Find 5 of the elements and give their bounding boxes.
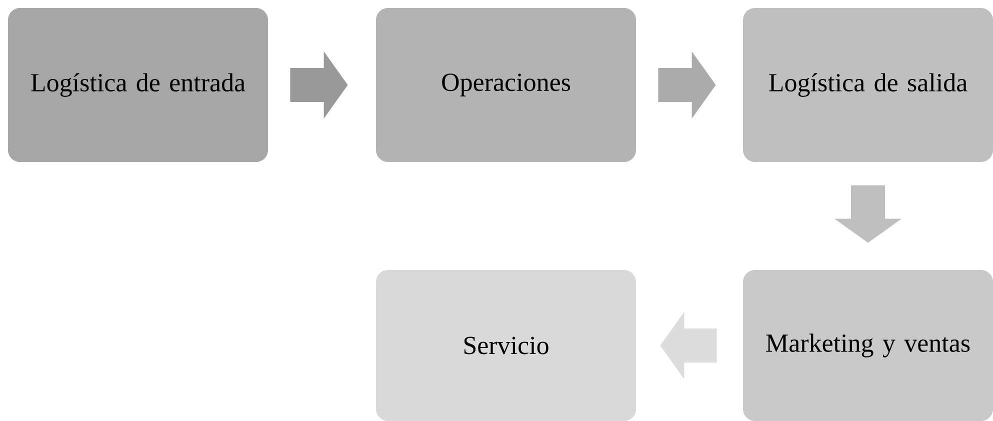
process-box: Logística de entrada xyxy=(8,8,268,162)
process-box: Marketing y ventas xyxy=(743,270,993,421)
process-box: Servicio xyxy=(376,270,636,421)
process-box: Operaciones xyxy=(376,8,636,162)
process-box: Logística de salida xyxy=(743,8,993,162)
